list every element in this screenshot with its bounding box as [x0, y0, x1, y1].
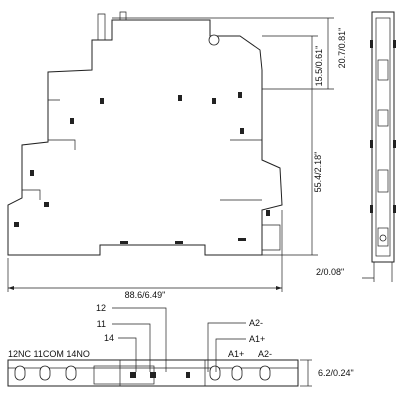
dim-total-length: 88.6/6.49": [125, 290, 166, 300]
dim-side-offset: 2/0.08": [316, 267, 344, 277]
label-terminal-12: 12: [96, 303, 106, 313]
dim-terminal-height: 6.2/0.24": [318, 368, 354, 378]
label-terminal-11: 11: [97, 319, 106, 329]
label-a2-lower: A2-: [258, 349, 272, 359]
terminal-leaders: [112, 307, 246, 372]
dim-top-outer: 20.7/0.81": [337, 28, 347, 69]
dim-top-inner: 15.5/0.61": [314, 46, 324, 87]
front-view: [7, 11, 283, 256]
label-a2-upper: A2-: [249, 318, 263, 328]
label-a1-lower: A1+: [228, 349, 244, 359]
label-terminal-group: 12NC 11COM 14NO: [8, 349, 90, 359]
dimension-lines-right: [112, 17, 334, 256]
label-a1-upper: A1+: [249, 334, 265, 344]
label-terminal-14: 14: [104, 333, 114, 343]
side-view: [362, 11, 396, 282]
terminal-strip: [7, 359, 312, 387]
dim-body-height: 55.4/2.18": [313, 152, 323, 193]
dimension-line-length: [7, 210, 283, 292]
